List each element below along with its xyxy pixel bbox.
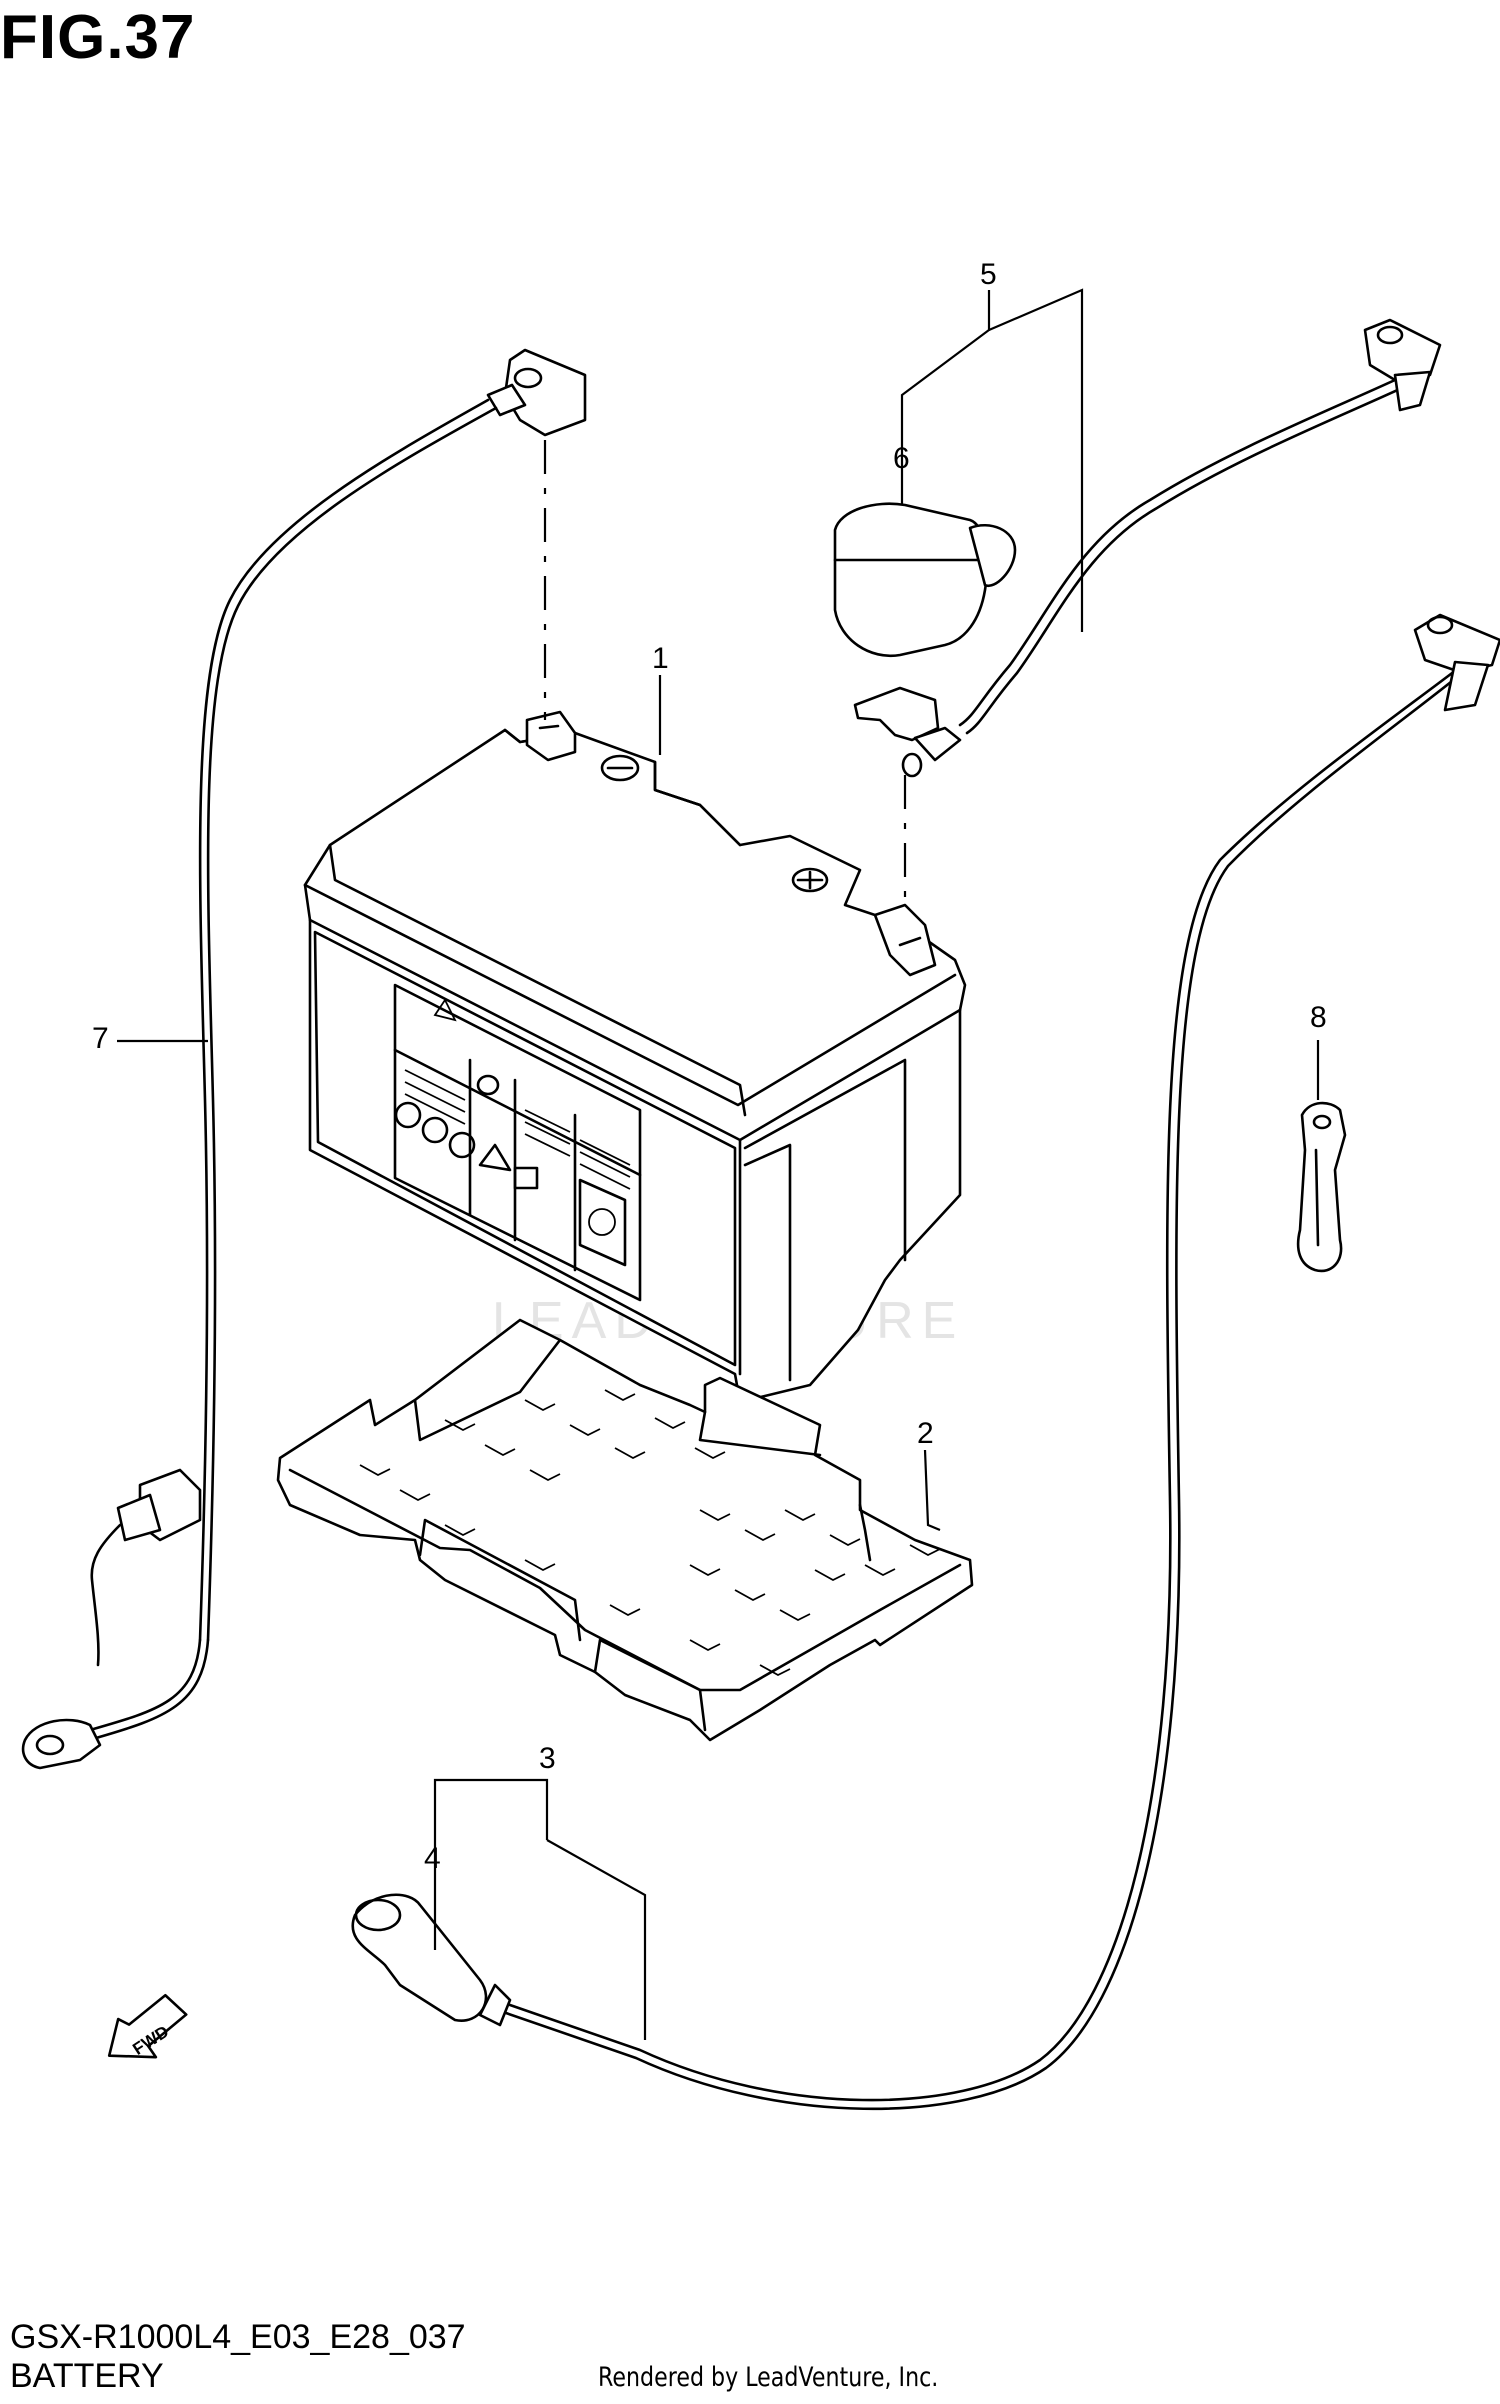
render-credit: Rendered by LeadVenture, Inc.: [598, 2362, 939, 2393]
leader-lines: [117, 288, 1320, 2040]
callout-7: 7: [92, 1022, 109, 1055]
callout-6: 6: [893, 442, 910, 475]
callout-1: 1: [652, 642, 669, 675]
figure-code: GSX-R1000L4_E03_E28_037: [10, 2318, 466, 2356]
callout-3: 3: [539, 1742, 556, 1775]
positive-cable[interactable]: [833, 318, 1442, 778]
figure-title: FIG.37: [0, 3, 196, 72]
negative-cable[interactable]: [351, 613, 1500, 2111]
strap-clamp[interactable]: [1296, 1101, 1347, 1273]
ground-wire[interactable]: [21, 348, 587, 1770]
figure-name: BATTERY: [10, 2357, 164, 2395]
callout-2: 2: [917, 1417, 934, 1450]
tray-slots: [359, 1389, 941, 1677]
battery[interactable]: [303, 710, 967, 1404]
callouts: 1 2 3 4 5 6 7 8: [92, 258, 1327, 1875]
fwd-arrow-icon: FWD: [107, 1993, 188, 2059]
battery-tray[interactable]: [276, 1318, 974, 1742]
assembly-centerlines: [543, 440, 907, 905]
callout-5: 5: [980, 258, 997, 291]
callout-4: 4: [424, 1842, 441, 1875]
callout-8: 8: [1310, 1001, 1327, 1034]
